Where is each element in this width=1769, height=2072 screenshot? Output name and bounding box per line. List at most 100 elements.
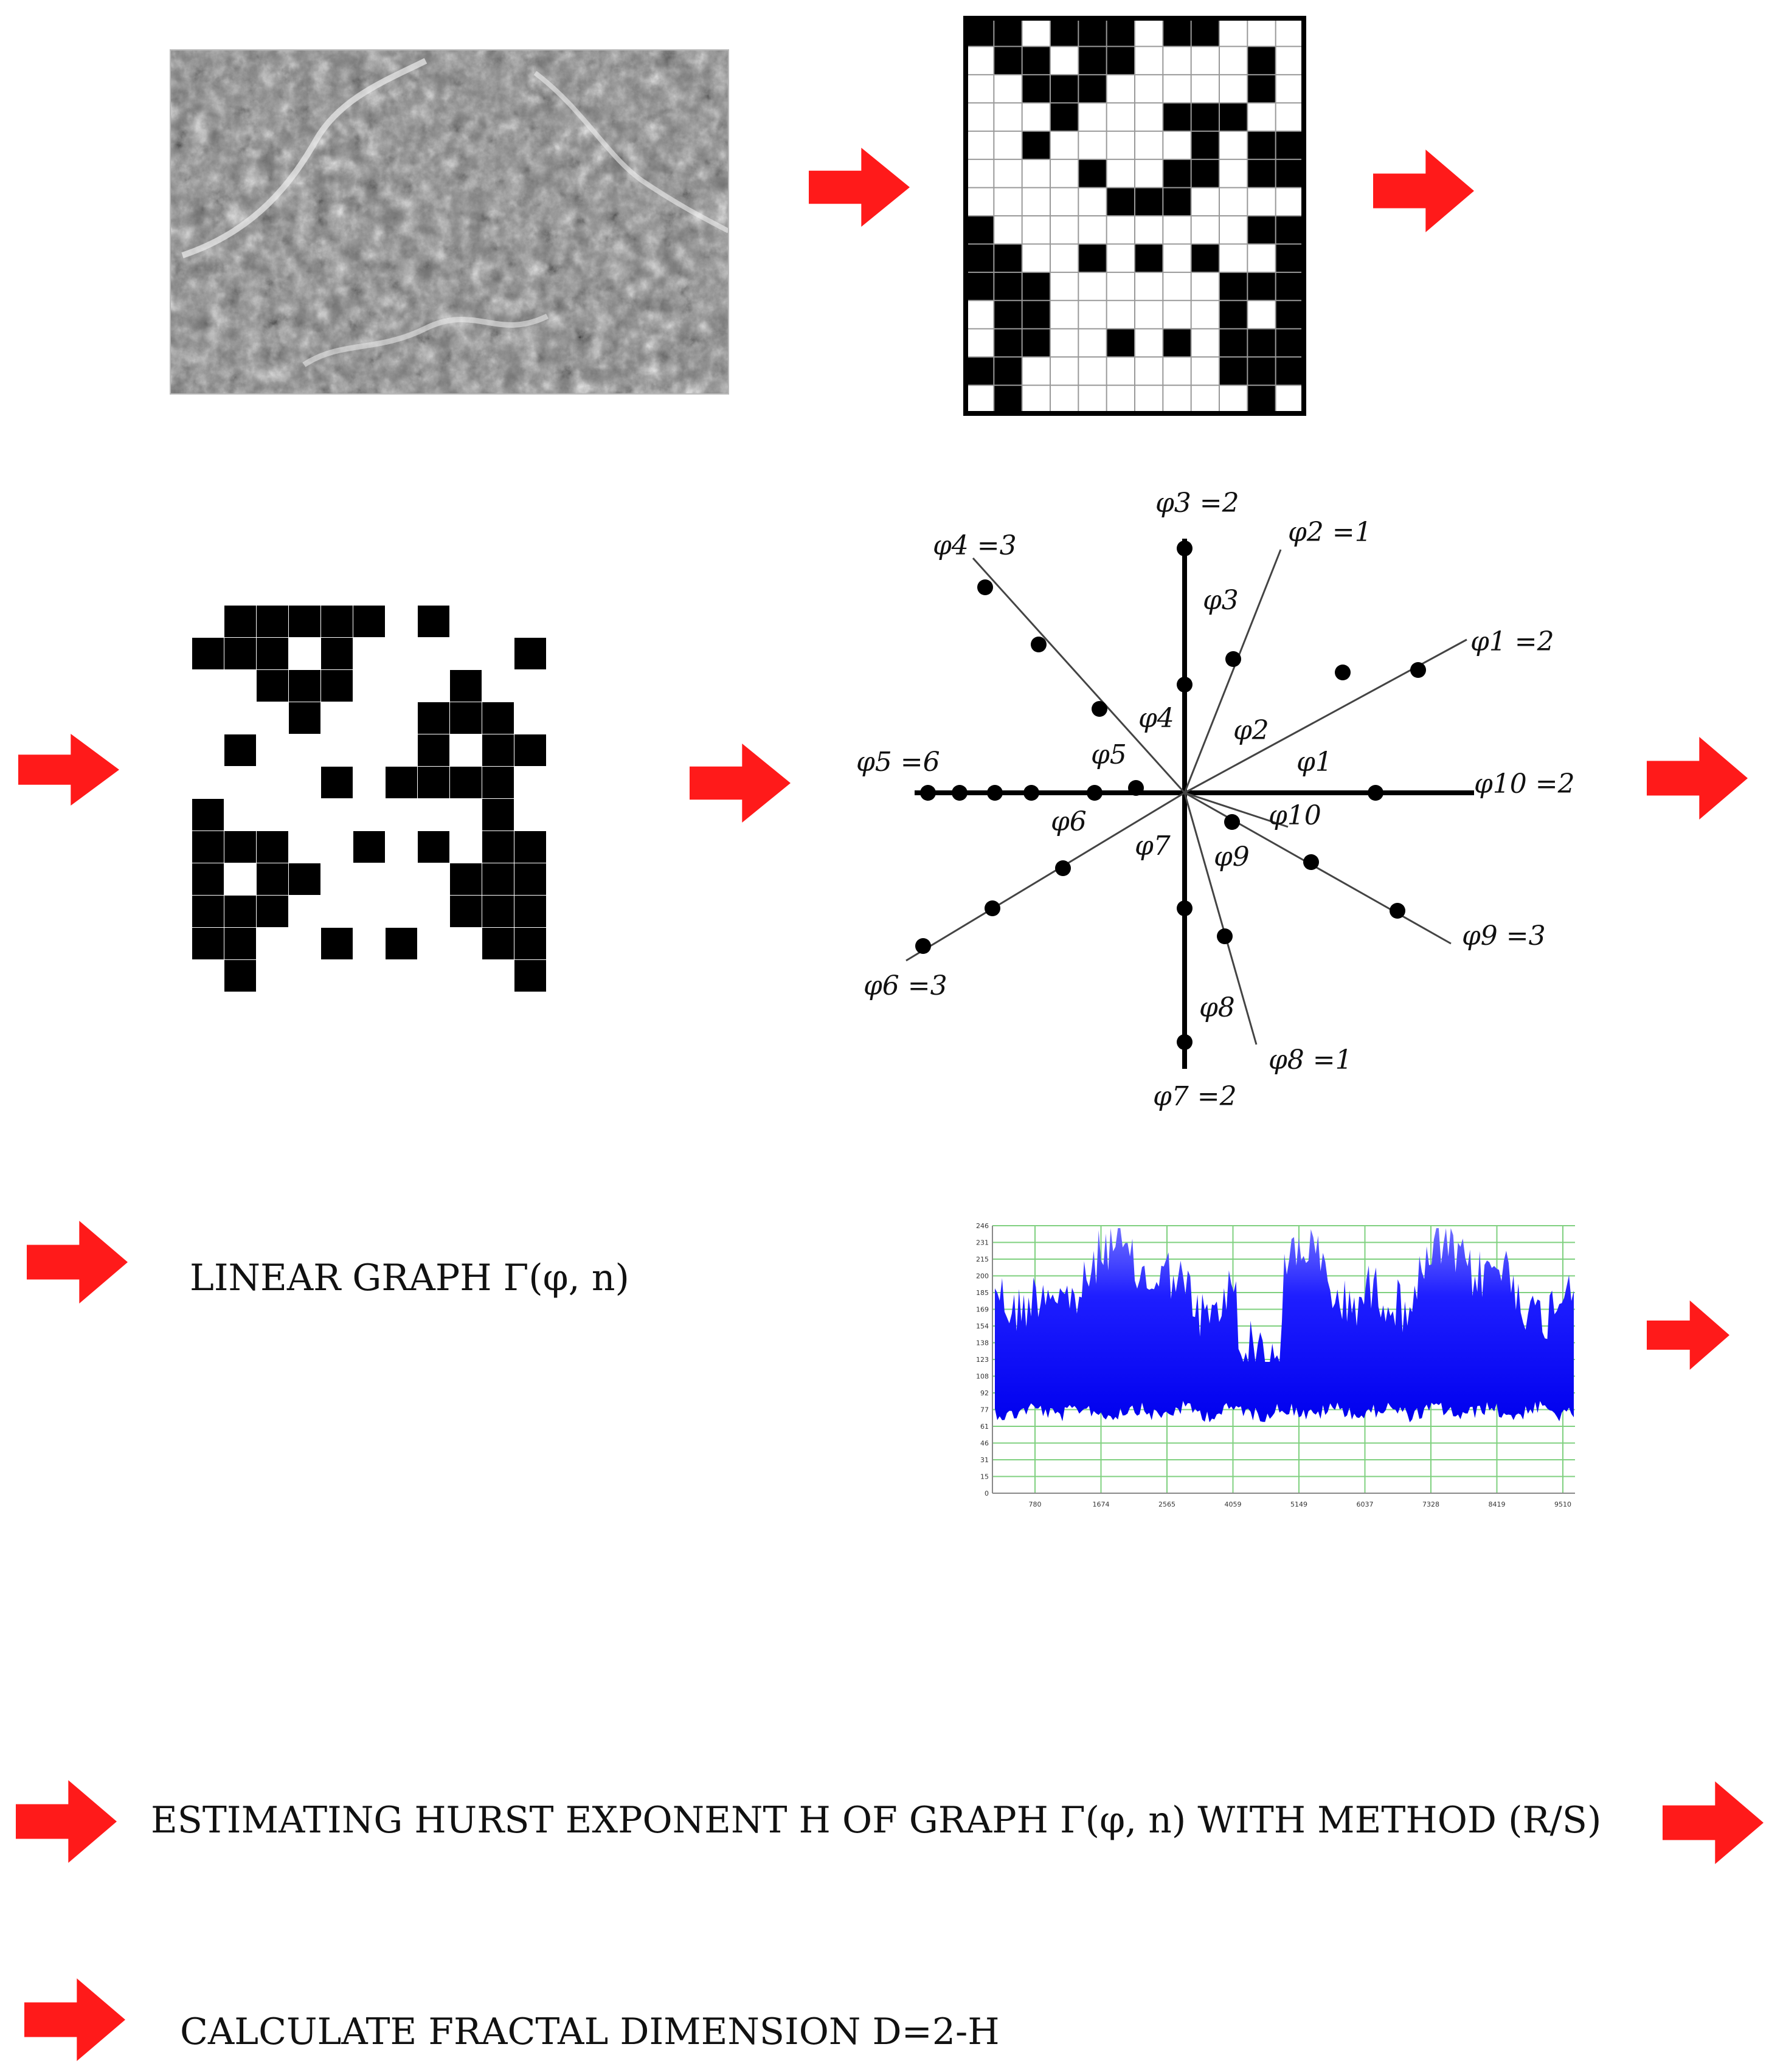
ray-dot xyxy=(1368,785,1383,801)
ray-dot xyxy=(985,900,1000,916)
grid-cell-black xyxy=(994,272,1023,301)
pattern-cell-black xyxy=(482,928,514,959)
x-tick-label: 9510 xyxy=(1554,1500,1571,1508)
ray-dot xyxy=(1128,780,1144,796)
grid-cell-black xyxy=(1247,159,1276,188)
ray-dot xyxy=(1087,785,1103,801)
flow-arrow-icon xyxy=(809,148,910,227)
grid-cell-black xyxy=(1247,357,1276,386)
grid-cell-black xyxy=(966,244,994,273)
grid-cell-black xyxy=(1163,328,1192,357)
pattern-cell-black xyxy=(224,734,256,766)
pattern-cell-black xyxy=(514,734,546,766)
pattern-cell-black xyxy=(514,831,546,863)
pattern-cell-black xyxy=(514,638,546,669)
pattern-cell-black xyxy=(321,767,353,798)
label-phi4: φ4 xyxy=(1138,703,1174,734)
pattern-cell-black xyxy=(224,960,256,992)
grid-cell-black xyxy=(1191,18,1220,47)
label-phi4-count: φ4 =3 xyxy=(933,530,1017,561)
pattern-cell-black xyxy=(321,606,353,637)
y-tick-label: 31 xyxy=(980,1456,989,1464)
pattern-cell-black xyxy=(321,638,353,669)
y-tick-label: 215 xyxy=(976,1255,989,1263)
grid-cell-black xyxy=(1022,131,1051,160)
label-phi3-count: φ3 =2 xyxy=(1155,488,1239,519)
label-phi5: φ5 xyxy=(1091,739,1127,770)
label-phi3: φ3 xyxy=(1203,585,1239,616)
pattern-cell-black xyxy=(482,734,514,766)
label-phi6: φ6 xyxy=(1051,806,1087,837)
y-tick-label: 108 xyxy=(976,1373,989,1381)
pattern-cell-black xyxy=(289,702,320,734)
grid-cell-black xyxy=(1050,18,1079,47)
flow-arrow-icon xyxy=(16,1780,117,1863)
pattern-cell-black xyxy=(450,702,482,734)
ray-dot xyxy=(1303,854,1319,870)
ray-dot xyxy=(1224,814,1240,830)
x-tick-label: 4059 xyxy=(1225,1500,1242,1508)
label-phi9-count: φ9 =3 xyxy=(1462,920,1546,951)
ray-dot xyxy=(1217,928,1233,944)
ray-phi10-inner xyxy=(1184,792,1289,828)
y-tick-label: 169 xyxy=(976,1306,989,1314)
grid-cell-black xyxy=(966,357,994,386)
grid-cell-black xyxy=(1219,300,1248,330)
label-phi8: φ8 xyxy=(1199,992,1235,1023)
pattern-cell-black xyxy=(418,702,449,734)
y-tick-label: 61 xyxy=(980,1423,989,1431)
y-tick-label: 246 xyxy=(976,1222,989,1230)
grid-cell-black xyxy=(1247,385,1276,414)
pattern-cell-black xyxy=(514,928,546,959)
ray-dot xyxy=(1225,651,1241,667)
ray-dot xyxy=(1177,540,1193,556)
grid-cell-black xyxy=(1219,328,1248,357)
ray-dot xyxy=(1023,785,1039,801)
grid-cell-black xyxy=(1050,103,1079,132)
grid-cell-black xyxy=(1247,131,1276,160)
y-tick-label: 185 xyxy=(976,1289,989,1297)
pattern-cell-black xyxy=(289,606,320,637)
grid-cell-black xyxy=(1275,131,1304,160)
grid-cell-black xyxy=(1022,46,1051,75)
y-tick-label: 200 xyxy=(976,1273,989,1280)
pattern-cell-black xyxy=(224,831,256,863)
flow-arrow-icon xyxy=(1647,737,1748,820)
pattern-cell-black xyxy=(482,702,514,734)
grid-cell-black xyxy=(1163,103,1192,132)
x-tick-label: 8419 xyxy=(1489,1500,1506,1508)
flow-arrow-icon xyxy=(1663,1781,1764,1864)
ray-dot xyxy=(1177,677,1193,692)
grid-cell-black xyxy=(1163,159,1192,188)
ray-star-diagram: φ1 =2 φ2 =1 φ3 =2 φ4 =3 φ5 =6 φ6 =3 φ7 =… xyxy=(856,488,1575,1112)
grid-cell-black xyxy=(1106,187,1135,216)
pattern-cell-black xyxy=(482,863,514,895)
grid-cell-black xyxy=(1247,328,1276,357)
pattern-cell-black xyxy=(514,960,546,992)
label-phi8-count: φ8 =1 xyxy=(1269,1045,1352,1076)
pattern-cell-black xyxy=(450,670,482,702)
grid-cell-black xyxy=(1022,74,1051,103)
grid-cell-black xyxy=(1275,328,1304,357)
ray-dot xyxy=(987,785,1003,801)
ray-dot xyxy=(1177,1034,1193,1050)
linear-graph-signal-plot: 2462312152001851691541381231089277614631… xyxy=(973,1221,1579,1508)
pattern-cell-black xyxy=(514,863,546,895)
y-tick-label: 77 xyxy=(980,1406,989,1414)
grid-cell-black xyxy=(1191,131,1220,160)
grid-cell-black xyxy=(1275,300,1304,330)
label-phi10-count: φ10 =2 xyxy=(1474,768,1575,799)
ray-dot xyxy=(1055,860,1071,876)
pattern-cell-black xyxy=(257,670,288,702)
pattern-cell-black xyxy=(192,863,224,895)
label-phi2: φ2 xyxy=(1233,715,1269,746)
x-tick-label: 1674 xyxy=(1093,1500,1110,1508)
grid-cell-black xyxy=(1275,244,1304,273)
grid-cell-black xyxy=(1275,272,1304,301)
grid-cell-black xyxy=(1191,244,1220,273)
step-hurst-exponent: ESTIMATING HURST EXPONENT H OF GRAPH Γ(φ… xyxy=(151,1799,1601,1842)
grid-cell-black xyxy=(1163,18,1192,47)
grid-cell-black xyxy=(994,300,1023,330)
pattern-cell-black xyxy=(192,799,224,831)
grid-cell-black xyxy=(1275,159,1304,188)
